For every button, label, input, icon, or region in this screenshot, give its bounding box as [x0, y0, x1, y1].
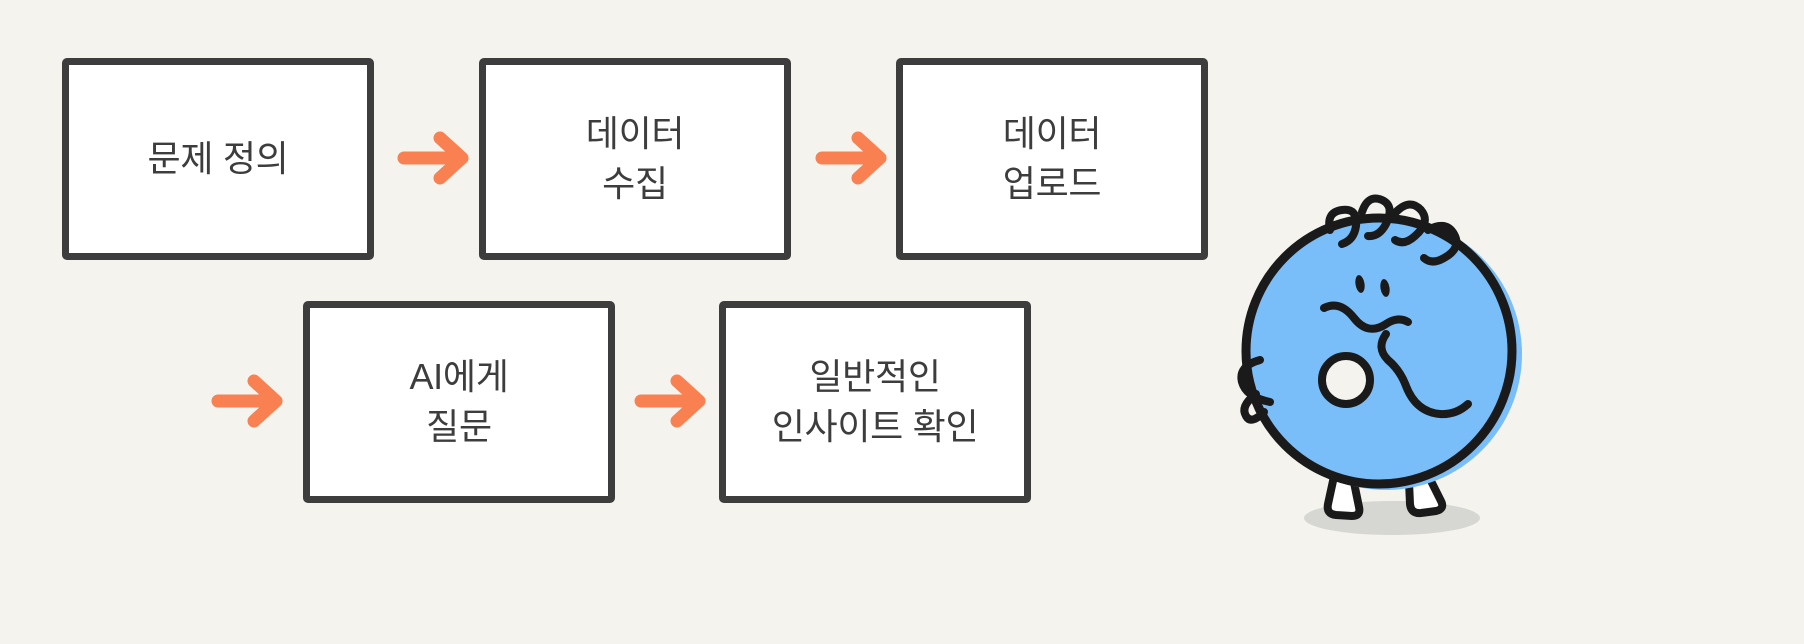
flow-step-label-line: 문제 정의 [147, 138, 289, 180]
flow-step-data-upload[interactable]: 데이터 업로드 [896, 58, 1208, 260]
flow-step-ask-ai[interactable]: AI에게 질문 [303, 301, 615, 503]
flow-step-data-collection[interactable]: 데이터 수집 [479, 58, 791, 260]
arrow-right-icon [634, 374, 711, 428]
flow-step-problem-definition[interactable]: 문제 정의 [62, 58, 374, 260]
flow-step-label-line: 업로드 [1002, 163, 1102, 204]
flow-step-label-line: 수집 [602, 163, 668, 204]
flow-step-label-line: 데이터 [585, 113, 685, 155]
arrow-right-icon [815, 131, 892, 185]
flow-step-label-line: 일반적인 [809, 356, 941, 398]
flow-step-label-line: 인사이트 확인 [771, 406, 979, 447]
flow-step-label-line: 질문 [426, 406, 492, 447]
blueberry-character-icon [1196, 168, 1568, 540]
arrow-right-icon [397, 131, 474, 185]
arrow-right-icon [211, 374, 288, 428]
flow-step-label-line: AI에게 [409, 356, 509, 398]
flow-step-insight-check[interactable]: 일반적인 인사이트 확인 [719, 301, 1031, 503]
flow-step-label-line: 데이터 [1002, 113, 1102, 155]
